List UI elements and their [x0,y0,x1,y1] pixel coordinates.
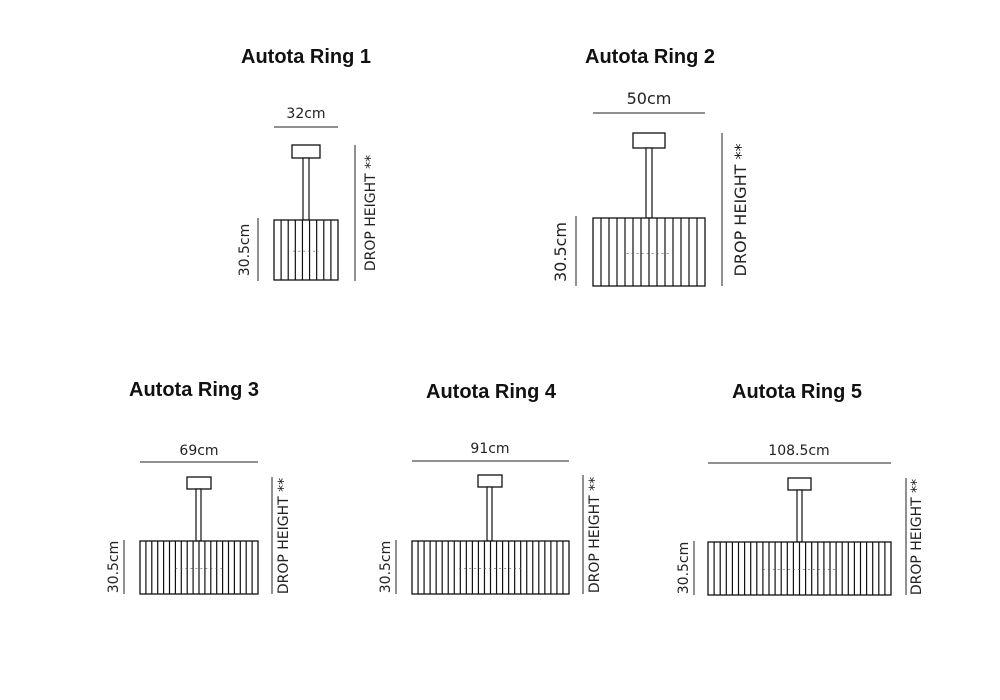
ceiling-canopy [477,474,503,488]
lamp-shade [273,219,339,281]
product-ring-2: Autota Ring 2 50cm 30.5cm DROP HEIGHT ** [551,46,750,287]
height-label: 30.5cm [106,541,122,594]
product-title: Autota Ring 5 [732,381,862,403]
height-label: 30.5cm [378,541,394,594]
product-title: Autota Ring 1 [241,46,371,68]
width-label: 69cm [179,443,218,459]
product-title: Autota Ring 3 [129,379,259,401]
width-label: 108.5cm [768,443,829,459]
product-title: Autota Ring 2 [585,46,715,68]
drop-height-label: DROP HEIGHT ** [363,155,379,271]
drop-height-label: DROP HEIGHT ** [731,144,750,277]
product-ring-5: Autota Ring 5 108.5cm 30.5cm DROP HEIGHT… [676,381,925,596]
product-ring-3: Autota Ring 3 69cm 30.5cm DROP HEIGHT ** [106,379,292,595]
suspension-rod [302,157,310,221]
product-title: Autota Ring 4 [426,381,557,403]
height-label: 30.5cm [676,542,692,595]
suspension-rod [195,488,202,542]
suspension-rod [796,489,803,543]
product-ring-1: Autota Ring 1 32cm 30.5cm DROP HEIGHT ** [237,46,379,281]
width-label: 50cm [627,89,672,108]
drop-height-label: DROP HEIGHT ** [909,479,925,595]
drop-height-label: DROP HEIGHT ** [276,478,292,594]
width-label: 32cm [286,106,325,122]
ceiling-canopy [787,477,812,491]
height-label: 30.5cm [237,224,253,277]
ceiling-canopy [632,132,666,149]
height-label: 30.5cm [551,222,570,282]
suspension-rod [486,486,493,542]
product-ring-4: Autota Ring 4 91cm 30.5cm DROP HEIGHT ** [378,381,603,595]
shade-slats [145,541,253,594]
width-label: 91cm [470,441,509,457]
drop-height-label: DROP HEIGHT ** [587,477,603,593]
shade-slats [417,541,564,594]
shade-slats [280,220,332,280]
ceiling-canopy [291,144,321,159]
suspension-rod [645,147,653,219]
shade-slats [713,542,886,595]
shade-slats [600,218,698,286]
ceiling-canopy [186,476,212,490]
